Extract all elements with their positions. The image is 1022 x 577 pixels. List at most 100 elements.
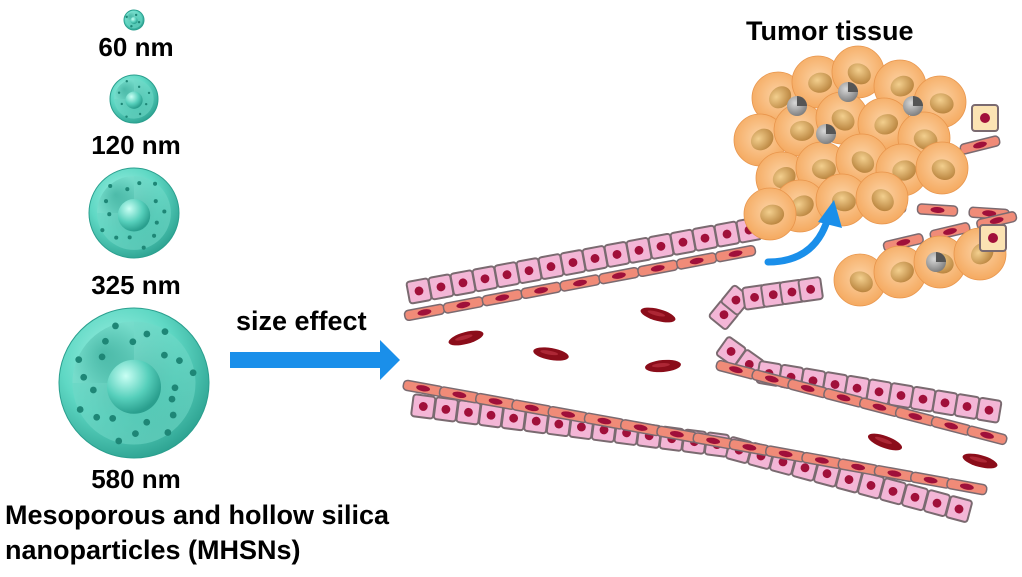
pericyte-nucleus bbox=[908, 413, 923, 420]
endothelial-cell bbox=[691, 224, 719, 252]
blood-vessel-layer bbox=[402, 135, 1018, 523]
boxed-tumor-cell bbox=[979, 224, 1007, 252]
pericyte-nucleus bbox=[778, 450, 793, 458]
pericyte-nucleus bbox=[943, 228, 957, 235]
cell-nucleus bbox=[577, 422, 586, 432]
nanoparticle-cut bbox=[826, 124, 836, 134]
particle-pore bbox=[89, 386, 97, 394]
internalized-nanoparticle bbox=[838, 82, 858, 102]
particle-pore bbox=[132, 430, 139, 437]
pericyte-nucleus bbox=[742, 444, 757, 451]
particle-pore bbox=[176, 357, 183, 365]
pericyte-nucleus bbox=[989, 217, 1004, 224]
particle-pore bbox=[162, 209, 167, 214]
endothelial-cell bbox=[887, 382, 915, 409]
rbc-highlight bbox=[651, 363, 670, 368]
particle-pore bbox=[93, 413, 101, 421]
particle-pore bbox=[168, 395, 176, 403]
tumor-cell-nucleus bbox=[831, 191, 856, 212]
pericyte-nucleus bbox=[495, 294, 510, 301]
particle-pore bbox=[153, 181, 158, 186]
pericyte-cell bbox=[858, 397, 900, 417]
particle-pore bbox=[80, 373, 88, 381]
cell-nucleus bbox=[787, 287, 797, 297]
cell-nucleus bbox=[962, 402, 972, 411]
endothelial-cell bbox=[909, 385, 937, 413]
tumor-cell-nucleus bbox=[847, 63, 871, 85]
cell-nucleus bbox=[778, 457, 788, 467]
pericyte-nucleus bbox=[669, 431, 684, 438]
endothelial-cell bbox=[603, 241, 631, 268]
endothelial-cell bbox=[945, 495, 973, 523]
tumor-cell-nucleus bbox=[851, 151, 875, 173]
tumor-cell-nucleus bbox=[790, 195, 814, 217]
cell-nucleus bbox=[932, 498, 942, 508]
pericyte-cell bbox=[583, 412, 626, 430]
pericyte-cell bbox=[930, 416, 972, 436]
endothelial-cell bbox=[715, 336, 747, 367]
tumor-tissue bbox=[733, 45, 1007, 307]
particle-pore bbox=[120, 102, 123, 106]
red-blood-cell bbox=[533, 347, 569, 361]
particle-pore bbox=[137, 20, 141, 24]
pericyte-nucleus bbox=[488, 398, 503, 405]
pericyte-cell bbox=[728, 438, 771, 456]
pericyte-cell bbox=[714, 244, 757, 263]
particle-580nm bbox=[58, 307, 210, 459]
cell-nucleus bbox=[441, 404, 451, 414]
pericyte-nucleus bbox=[764, 375, 779, 383]
cell-nucleus bbox=[800, 463, 810, 473]
pericyte-nucleus bbox=[728, 250, 743, 257]
cell-nucleus bbox=[414, 286, 424, 296]
pericyte-nucleus bbox=[851, 463, 866, 471]
tumor-cell-nucleus bbox=[874, 114, 899, 135]
cell-nucleus bbox=[768, 290, 778, 300]
pericyte-nucleus bbox=[872, 403, 887, 411]
endothelial-cell bbox=[923, 489, 951, 517]
particle-pore bbox=[102, 337, 109, 345]
boxed-cell-nucleus bbox=[988, 233, 998, 243]
particle-core bbox=[117, 199, 151, 232]
tumor-cell-nucleus bbox=[769, 86, 792, 109]
particle-pore bbox=[143, 418, 151, 426]
particle-core bbox=[130, 16, 138, 25]
pericyte-nucleus bbox=[959, 483, 974, 490]
tumor-cell-nucleus bbox=[760, 204, 785, 225]
cell-nucleus bbox=[458, 278, 468, 288]
cell-nucleus bbox=[436, 282, 446, 292]
pericyte-nucleus bbox=[930, 206, 945, 214]
pericyte-nucleus bbox=[973, 141, 987, 149]
nanoparticle-cut bbox=[797, 96, 807, 106]
pericyte-nucleus bbox=[982, 210, 997, 217]
pericyte-cell bbox=[764, 445, 807, 463]
endothelial-cell bbox=[432, 396, 459, 423]
particle-60nm bbox=[123, 9, 145, 31]
particle-pore bbox=[108, 183, 113, 189]
branch-pericytes bbox=[715, 359, 1008, 446]
size-effect-label: size effect bbox=[236, 306, 367, 336]
caption-line-1: Mesoporous and hollow silica bbox=[5, 500, 390, 530]
nanoparticle-cut bbox=[848, 82, 858, 92]
internalized-nanoparticle bbox=[926, 252, 946, 272]
cell-nucleus bbox=[822, 469, 832, 479]
cell-nucleus bbox=[940, 398, 950, 408]
cell-nucleus bbox=[612, 250, 622, 259]
nanoparticle-cut bbox=[913, 96, 923, 106]
tumor-cell-nucleus bbox=[790, 120, 815, 141]
particle-pore bbox=[189, 369, 197, 377]
lower-vessel-pericytes bbox=[402, 379, 988, 496]
particle-pore bbox=[129, 338, 137, 346]
pericyte-nucleus bbox=[611, 272, 626, 279]
endothelial-cell bbox=[931, 389, 959, 417]
cell-nucleus bbox=[700, 233, 710, 243]
particle-pore bbox=[161, 351, 168, 359]
red-blood-cell bbox=[867, 433, 903, 451]
pericyte-cell bbox=[402, 379, 444, 397]
particle-core bbox=[107, 359, 161, 414]
particle-label-580nm: 580 nm bbox=[91, 464, 181, 494]
cell-nucleus bbox=[418, 402, 428, 411]
rbc-highlight bbox=[647, 310, 666, 317]
particle-pore bbox=[161, 328, 169, 335]
endothelial-cell bbox=[975, 396, 1003, 424]
pericyte-nucleus bbox=[729, 366, 743, 374]
